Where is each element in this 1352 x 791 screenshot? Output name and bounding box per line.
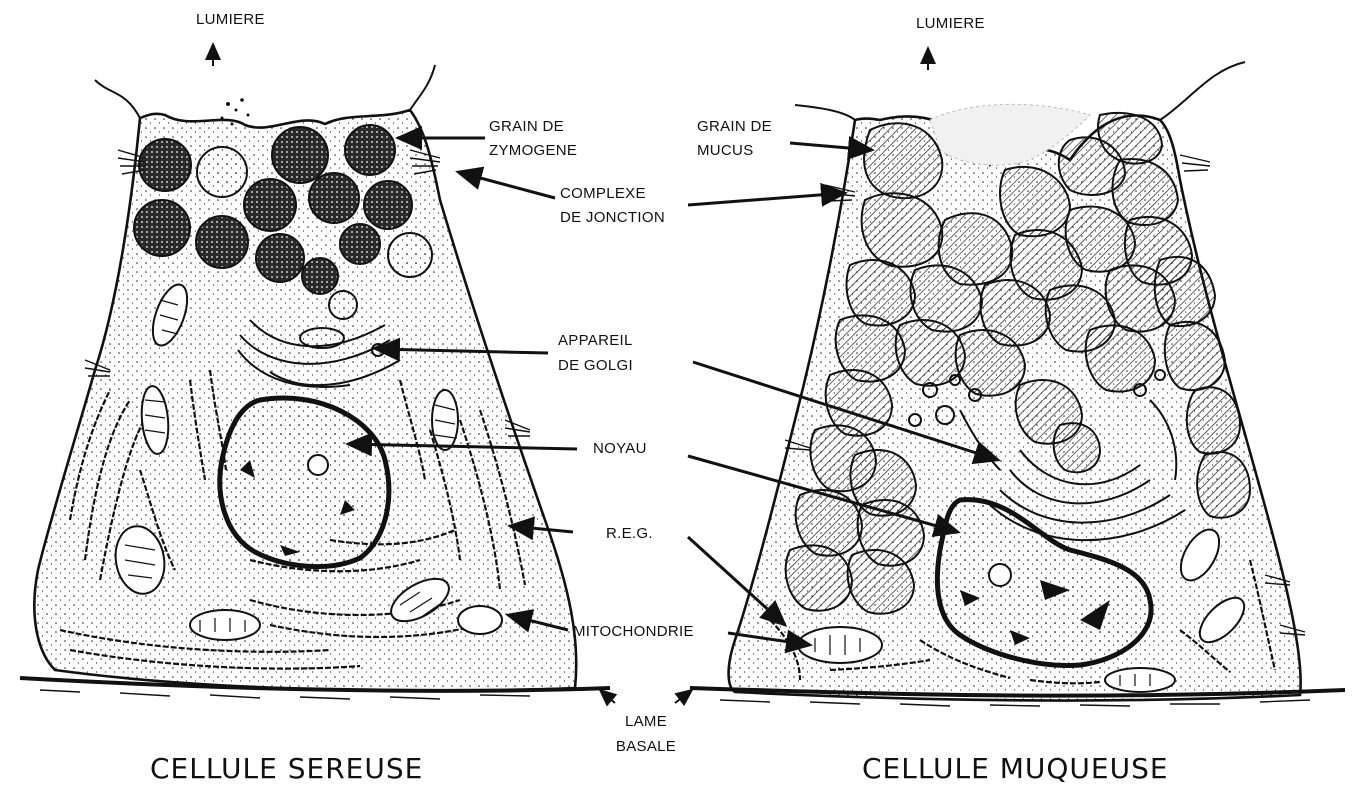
zymogen-granule [388,233,432,277]
label-golgi-line1: APPAREIL [558,331,633,351]
zymogen-granule [364,181,412,229]
zymogen-granule [340,224,380,264]
zymogen-granule [345,125,395,175]
label-nucleus: NOYAU [593,439,647,459]
label-reg: R.E.G. [606,524,653,544]
zymogen-granule [329,291,357,319]
zymogen-granule [302,258,338,294]
zymogen-granule [244,179,296,231]
label-golgi-line2: DE GOLGI [558,356,633,376]
lumen-label-right: LUMIERE [916,14,985,34]
label-junction-line2: DE JONCTION [560,208,665,228]
zymogen-granule [196,216,248,268]
label-mitochondria: MITOCHONDRIE [573,622,694,642]
leader-basal-left [600,690,615,703]
zymogen-granule [139,139,191,191]
serous-apical-membrane-left [95,80,140,118]
zymogen-granule [309,173,359,223]
title-serous-cell: CELLULE SEREUSE [150,752,423,785]
lumen-label-left: LUMIERE [196,10,265,30]
mucous-apical-membrane-left [795,105,855,120]
zymogen-granule [256,234,304,282]
zymogen-granule [197,147,247,197]
mitochondrion [798,627,882,663]
nucleolus [308,455,328,475]
serous-nucleus [220,398,389,566]
label-mucus-line1: GRAIN DE [697,117,772,137]
title-mucous-cell: CELLULE MUQUEUSE [862,752,1169,785]
label-junction-line1: COMPLEXE [560,184,646,204]
mucus-granule [1197,452,1250,518]
zymogen-granule [272,127,328,183]
mitochondrion [458,606,502,634]
zymogen-granule [134,200,190,256]
leader-basal-right [675,690,692,703]
label-basal-line2: BASALE [600,737,692,757]
mucus-granule [1155,257,1215,326]
nucleolus [989,564,1011,586]
mucus-granule [1054,423,1100,472]
label-zymogen-line2: ZYMOGENE [489,141,577,161]
label-mucus-line2: MUCUS [697,141,754,161]
mitochondrion [1105,668,1175,692]
label-basal-line1: LAME [610,712,682,732]
mucous-apical-membrane-right [1160,62,1245,120]
mucus-granule [1187,387,1240,454]
leader-junction-right [688,193,845,205]
leader-junction-left [458,172,555,198]
label-zymogen-line1: GRAIN DE [489,117,564,137]
mucous-cell [729,62,1305,701]
serous-apical-membrane-right [410,65,435,110]
